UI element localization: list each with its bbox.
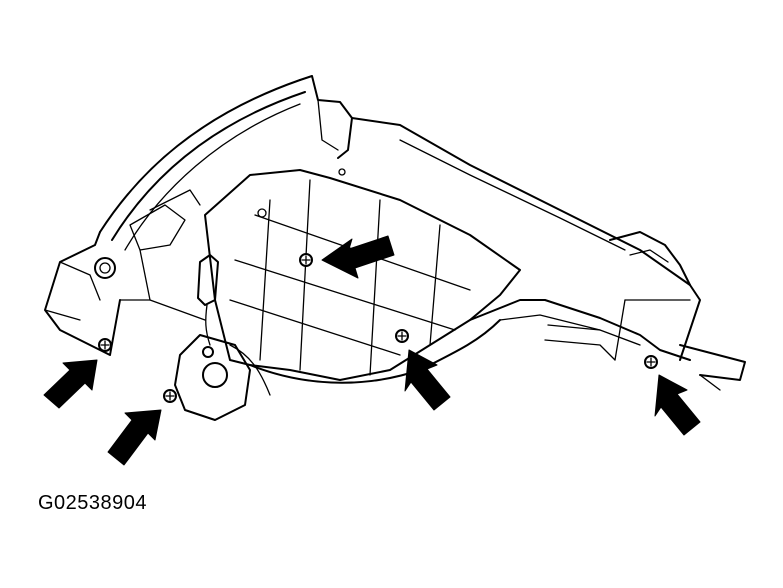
arrow-screw-right <box>654 374 701 436</box>
screws <box>98 253 658 403</box>
screw-center-upper <box>299 253 313 267</box>
arrow-screw-bracket <box>107 409 162 466</box>
pointer-arrows <box>43 235 701 466</box>
screw-left <box>98 338 112 352</box>
screw-center-lower <box>395 329 409 343</box>
connector-assembly <box>174 254 271 421</box>
lower-bracket <box>249 299 691 384</box>
arrow-screw-center-lower <box>404 349 451 411</box>
figure-code: G02538904 <box>38 492 148 514</box>
left-mount <box>44 189 206 356</box>
arrow-screw-left <box>43 359 98 409</box>
screw-bracket <box>163 389 177 403</box>
screw-right <box>644 355 658 369</box>
arrow-screw-center-upper <box>321 235 395 279</box>
upper-shroud <box>99 75 353 251</box>
front-panel <box>204 169 521 381</box>
housing-outline <box>351 117 746 391</box>
